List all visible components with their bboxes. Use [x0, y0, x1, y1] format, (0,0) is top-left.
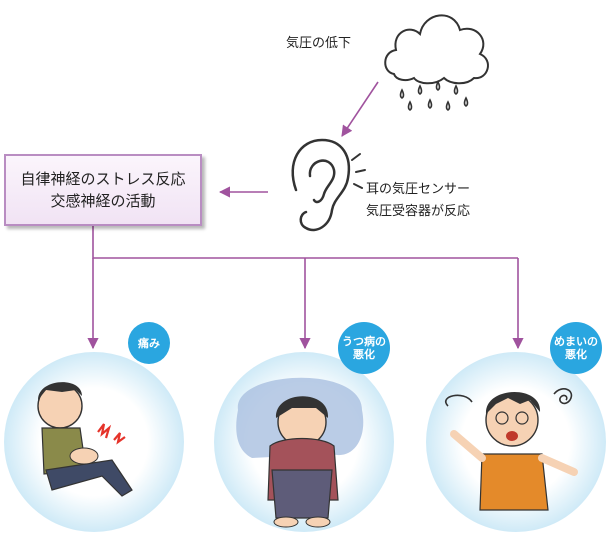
badge-depression: うつ病の 悪化	[338, 322, 390, 374]
outcome-circle-depression	[214, 352, 394, 532]
box-line1: 自律神経のストレス反応	[20, 170, 186, 188]
ear-label-line2: 気圧受容器が反応	[366, 204, 471, 219]
arrow-cloud-to-ear	[341, 81, 379, 137]
badge-pain: 痛み	[128, 322, 170, 364]
depressed-child-icon	[236, 377, 364, 528]
ear-icon	[291, 138, 366, 232]
badge-depression-line2: 悪化	[353, 348, 375, 361]
outcome-circle-pain	[4, 352, 184, 532]
box-line2: 交感神経の活動	[50, 192, 156, 210]
knee-pain-person-icon	[37, 382, 133, 497]
badge-dizziness: めまいの 悪化	[550, 322, 602, 374]
cloud-label: 気圧の低下	[286, 36, 352, 51]
outcome-circle-dizziness	[426, 352, 606, 532]
rain-cloud-icon	[384, 14, 489, 111]
badge-depression-line1: うつ病の	[342, 335, 386, 348]
badge-pain-line1: 痛み	[138, 336, 160, 350]
badge-dizziness-line2: 悪化	[565, 348, 587, 361]
badge-dizziness-line1: めまいの	[554, 335, 598, 348]
ear-label-line1: 耳の気圧センサー	[366, 182, 471, 197]
autonomic-stress-box: 自律神経のストレス反応 交感神経の活動	[4, 154, 202, 226]
dizzy-child-icon	[445, 388, 578, 511]
